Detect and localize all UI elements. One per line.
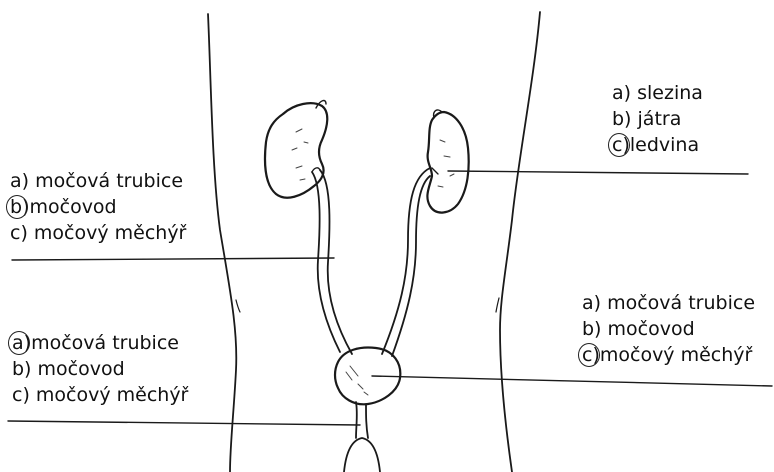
option-letter: c)	[10, 222, 28, 244]
option-text: močová trubice	[29, 170, 183, 192]
body-waist-right	[496, 298, 499, 312]
leader-line-ureter	[12, 258, 334, 260]
option-letter: b)	[582, 318, 601, 340]
leader-line-urethra	[8, 421, 360, 425]
urethra-options: a)močová trubice b) močovod c) močový mě…	[12, 330, 188, 408]
option-text: játra	[631, 108, 681, 130]
ureter-option-b: b)močovod	[10, 194, 186, 220]
right-ureter-outer	[382, 168, 430, 354]
urethra-option-a: a)močová trubice	[12, 330, 188, 356]
answer-circle-mark	[6, 195, 28, 219]
left-kidney	[265, 103, 327, 198]
option-text: močový měchýř	[600, 344, 752, 366]
urethra-left	[356, 402, 357, 438]
option-letter: c)	[12, 384, 30, 406]
bladder-options: a) močová trubice b) močovod c)močový mě…	[582, 290, 755, 368]
ureter-options: a) močová trubice b)močovod c) močový mě…	[10, 168, 186, 246]
ureter-option-c: c) močový měchýř	[10, 220, 186, 246]
option-text: močový měchýř	[30, 384, 189, 406]
body-outline-left	[208, 14, 236, 472]
urethra-option-c: c) močový měchýř	[12, 382, 188, 408]
body-waist-left	[236, 300, 240, 312]
kidney-option-b: b) játra	[612, 106, 703, 132]
kidney-option-a: a) slezina	[612, 80, 703, 106]
external-genitalia	[344, 438, 380, 472]
kidney-options: a) slezina b) játra c)ledvina	[612, 80, 703, 158]
left-ureter-inner	[320, 170, 352, 354]
option-text: močovod	[31, 358, 124, 380]
answer-circle-mark	[578, 343, 600, 367]
option-letter: b)	[12, 358, 31, 380]
leader-line-kidney	[448, 171, 748, 174]
left-ureter-outer	[312, 172, 340, 352]
option-letter: a)	[582, 292, 601, 314]
option-letter: a)	[612, 82, 631, 104]
body-outline-right	[500, 12, 540, 472]
urethra-right	[366, 404, 368, 438]
leader-line-bladder	[372, 376, 772, 386]
right-kidney-shading	[438, 140, 454, 187]
ureter-option-a: a) močová trubice	[10, 168, 186, 194]
kidney-option-c: c)ledvina	[612, 132, 703, 158]
bladder-option-a: a) močová trubice	[582, 290, 755, 316]
option-text: močová trubice	[31, 332, 179, 354]
right-kidney-hilum	[432, 168, 438, 174]
answer-circle-mark	[608, 133, 630, 157]
option-text: močovod	[601, 318, 694, 340]
option-text: močová trubice	[601, 292, 755, 314]
option-text: slezina	[631, 82, 703, 104]
left-kidney-shading	[292, 129, 308, 180]
option-text: močový měchýř	[28, 222, 187, 244]
bladder-option-b: b) močovod	[582, 316, 755, 342]
option-text: ledvina	[630, 134, 699, 156]
left-ureter-top	[312, 168, 320, 172]
urethra-option-b: b) močovod	[12, 356, 188, 382]
option-letter: b)	[612, 108, 631, 130]
option-letter: a)	[10, 170, 29, 192]
bladder-option-c: c)močový měchýř	[582, 342, 755, 368]
bladder-shading	[346, 366, 368, 395]
answer-circle-mark	[8, 331, 30, 355]
option-text: močovod	[29, 196, 116, 218]
right-kidney	[427, 112, 468, 213]
